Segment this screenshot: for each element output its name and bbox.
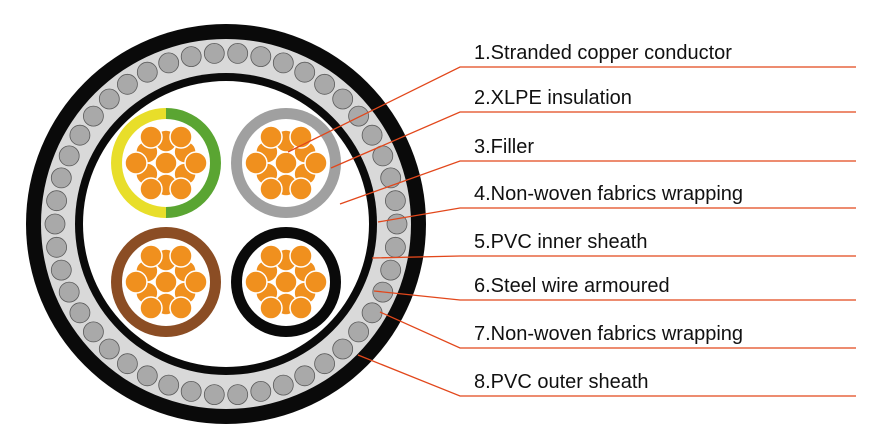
leader-line-insulation (330, 111, 856, 169)
copper-strand (289, 296, 313, 320)
earth-core (111, 108, 221, 218)
label-inner-sheath: 5.PVC inner sheath (474, 231, 647, 253)
leader-line-outer-wrapping (379, 311, 856, 349)
armour-wire (158, 374, 180, 396)
label-armour: 6.Steel wire armoured (474, 275, 670, 297)
copper-strand (124, 270, 148, 294)
copper-strand (304, 270, 328, 294)
armour-wire (294, 61, 316, 83)
armour-wire (332, 338, 354, 360)
armour-wire (348, 105, 370, 127)
copper-strand (289, 125, 313, 149)
armour-wire (98, 88, 120, 110)
armour-wire (50, 259, 72, 281)
armour-wire (384, 236, 406, 258)
label-insulation: 2.XLPE insulation (474, 87, 632, 109)
armour-wire (58, 145, 80, 167)
armour-wire (250, 380, 272, 402)
copper-strand (154, 270, 178, 294)
copper-strand (154, 151, 178, 175)
copper-strand (244, 151, 268, 175)
armour-wire (58, 281, 80, 303)
armour-wire (180, 380, 202, 402)
armour-wire (136, 61, 158, 83)
armour-wire (158, 52, 180, 74)
leader-line-filler (339, 160, 856, 205)
copper-strand (139, 177, 163, 201)
armour-wire (117, 353, 138, 375)
copper-strand (139, 296, 163, 320)
armour-wire (44, 213, 66, 235)
armour-wire (50, 167, 72, 189)
copper-strand (184, 151, 208, 175)
armour-wire (180, 46, 202, 67)
label-conductor: 1.Stranded copper conductor (474, 42, 732, 64)
armour-wire (314, 73, 336, 95)
copper-strand (274, 270, 298, 294)
black-core (231, 227, 341, 337)
armour-wire (348, 321, 370, 343)
armour-wire (384, 190, 406, 212)
copper-strand (139, 125, 163, 149)
armour-wire (117, 73, 138, 95)
armour-wire (69, 124, 91, 146)
armour-wire (272, 52, 294, 74)
copper-strand (244, 270, 268, 294)
cable-cross-section (26, 24, 426, 424)
armour-wire (203, 43, 225, 64)
armour-wire (98, 338, 120, 360)
copper-strand (169, 125, 193, 149)
armour-wire (83, 105, 104, 127)
copper-strand (184, 270, 208, 294)
armour-wire (332, 88, 354, 110)
copper-strand (259, 177, 283, 201)
armour-wire (272, 374, 294, 396)
leader-line-armour (373, 290, 856, 301)
leader-line-conductor (287, 66, 856, 153)
leader-line-inner-sheath (371, 255, 856, 259)
grey-core (231, 108, 341, 218)
copper-strand (139, 244, 163, 268)
armour-wire (83, 321, 104, 343)
armour-wire (136, 365, 158, 387)
copper-strand (169, 177, 193, 201)
armour-wire (361, 302, 383, 324)
copper-strand (259, 244, 283, 268)
brown-core (111, 227, 221, 337)
label-inner-wrapping: 4.Non-woven fabrics wrapping (474, 183, 743, 205)
copper-strand (169, 244, 193, 268)
label-outer-sheath: 8.PVC outer sheath (474, 371, 649, 393)
armour-wire (227, 43, 249, 64)
armour-wire (361, 124, 383, 146)
callouts: 1.Stranded copper conductor 2.XLPE insula… (287, 42, 856, 397)
armour-wire (294, 365, 316, 387)
armour-wire (203, 384, 225, 406)
copper-strand (259, 296, 283, 320)
armour-wire (380, 259, 402, 281)
copper-strand (169, 296, 193, 320)
armour-wire (69, 302, 91, 324)
armour-wire (380, 167, 402, 189)
armour-wire (250, 46, 272, 67)
copper-strand (289, 244, 313, 268)
copper-strand (124, 151, 148, 175)
cores (111, 108, 341, 337)
armour-wire (227, 384, 249, 406)
copper-strand (259, 125, 283, 149)
leader-line-inner-wrapping (377, 207, 856, 223)
copper-strand (274, 151, 298, 175)
copper-strand (304, 151, 328, 175)
filler (83, 81, 369, 367)
leader-line-outer-sheath (357, 354, 856, 397)
armour-wire (314, 353, 336, 375)
armour-wire (46, 236, 67, 258)
copper-strand (289, 177, 313, 201)
label-outer-wrapping: 7.Non-woven fabrics wrapping (474, 323, 743, 345)
label-filler: 3.Filler (474, 136, 534, 158)
armour-wire (46, 190, 67, 212)
